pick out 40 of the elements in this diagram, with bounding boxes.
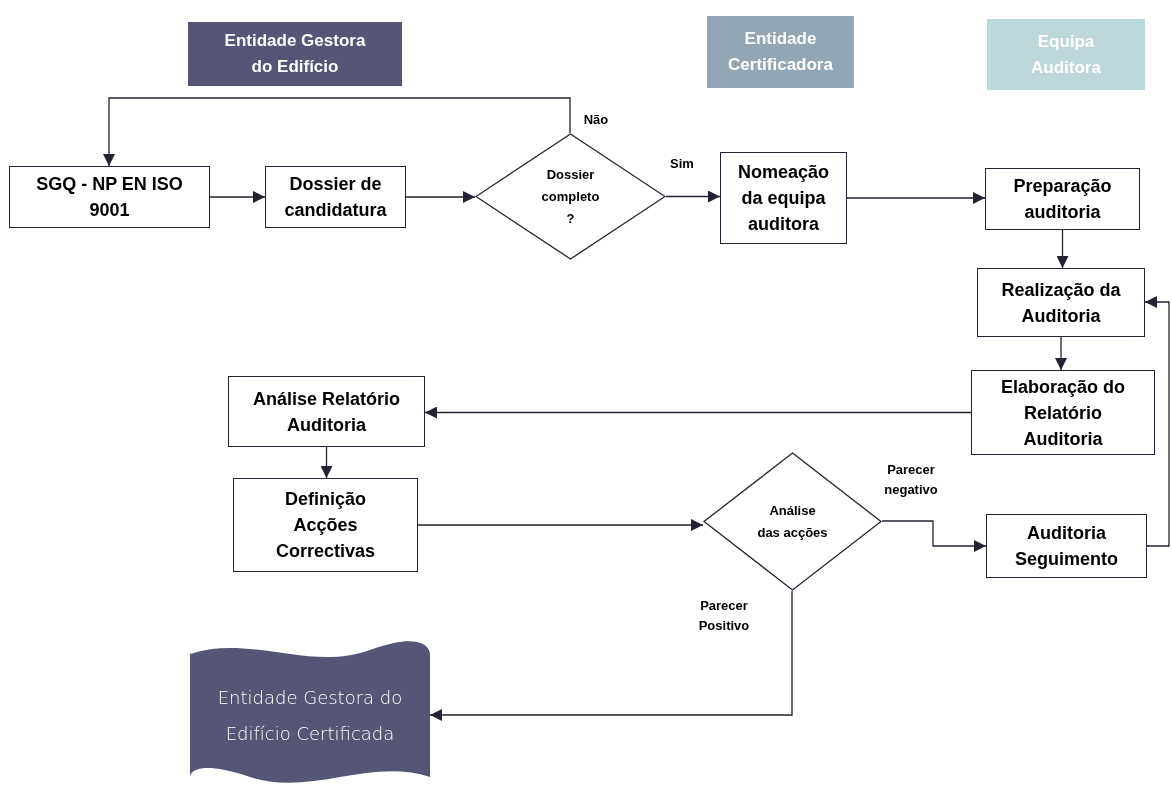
process-box	[977, 268, 1145, 337]
node-text: Entidade Gestora do Edifício	[223, 30, 367, 78]
node-text: Auditoria Seguimento	[1014, 522, 1119, 571]
arrow	[209, 191, 266, 203]
arrow	[881, 520, 987, 552]
process-box	[233, 478, 418, 572]
node-text: Nomeação da equipa auditora	[736, 161, 830, 236]
arrow	[846, 192, 986, 204]
node-text: SGQ - NP EN ISO 9001	[35, 173, 184, 222]
node-text: Elaboração do Relatório Auditoria	[1000, 375, 1126, 451]
process-box	[985, 168, 1140, 230]
lane-header	[188, 22, 402, 86]
node-text: Realização da Auditoria	[1000, 278, 1122, 328]
arrow	[1055, 336, 1067, 371]
lane-header	[987, 19, 1145, 90]
arrow	[320, 446, 333, 479]
node-text: Definição Acções Correctivas	[274, 488, 377, 563]
node-text: Equipa Auditora	[1030, 30, 1102, 79]
node-text: Preparação auditoria	[1012, 175, 1113, 224]
node-text: Dossier completo ?	[540, 165, 601, 228]
node-text: Entidade Gestora do Edifício Certificada	[216, 685, 404, 746]
arrow	[1144, 296, 1170, 547]
arrow	[417, 519, 704, 531]
node-text: Dossier de candidatura	[283, 173, 388, 222]
process-box	[265, 166, 406, 228]
arrow	[424, 406, 972, 419]
arrow	[405, 191, 476, 203]
node-text: Análise das acções	[756, 501, 829, 542]
process-box	[228, 376, 425, 447]
arrow	[429, 590, 793, 721]
node-text: Análise Relatório Auditoria	[251, 387, 401, 437]
process-box	[9, 166, 210, 228]
lane-header	[707, 16, 854, 88]
arrow	[1056, 229, 1069, 269]
arrow	[103, 97, 571, 167]
process-box	[971, 370, 1155, 455]
process-box	[986, 514, 1147, 578]
process-box	[720, 152, 847, 244]
node-text: Entidade Certificadora	[727, 28, 834, 76]
arrow	[665, 190, 721, 203]
